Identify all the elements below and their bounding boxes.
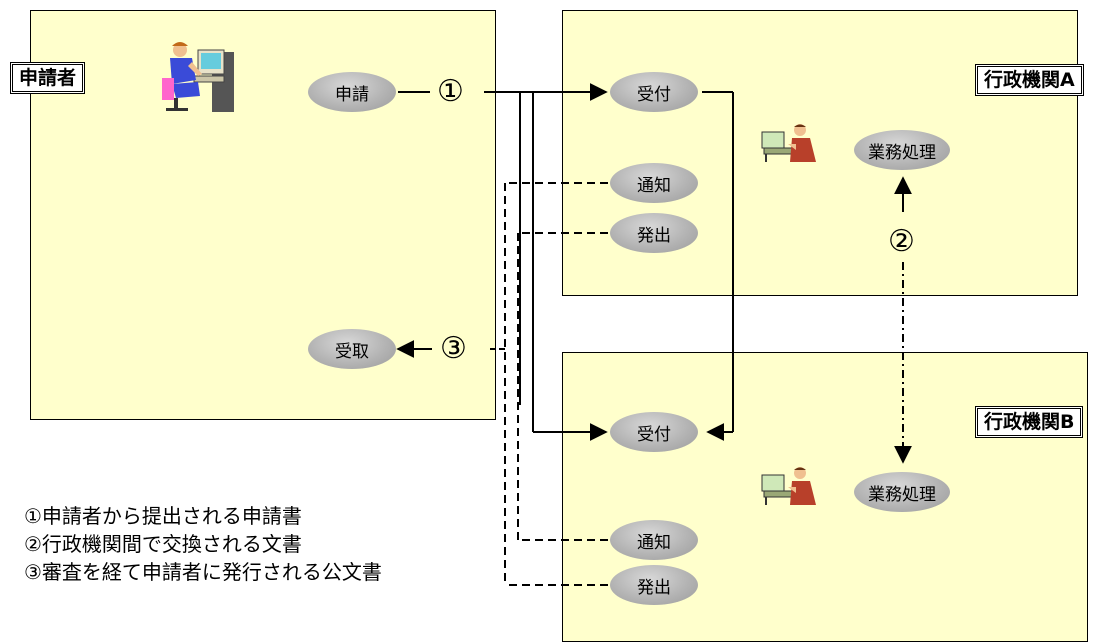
legend-item-2: ②行政機関間で交換される文書 — [24, 532, 302, 556]
notify-a-node: 通知 — [610, 163, 698, 203]
legend-item-3: ③審査を経て申請者に発行される公文書 — [24, 560, 382, 584]
legend: ①申請者から提出される申請書 ②行政機関間で交換される文書 ③審査を経て申請者に… — [24, 502, 382, 586]
applicant-panel — [30, 10, 496, 420]
legend-item-1: ①申請者から提出される申請書 — [24, 504, 302, 528]
clerk-at-desk-icon — [760, 465, 820, 507]
agency-b-label: 行政機関B — [975, 406, 1084, 438]
marker-1: ① — [437, 74, 464, 109]
receipt-node: 受取 — [308, 329, 396, 369]
dispatch-b-node: 発出 — [610, 565, 698, 605]
marker-3: ③ — [440, 331, 467, 366]
dispatch-a-node: 発出 — [610, 213, 698, 253]
receive-a-node: 受付 — [610, 72, 698, 112]
person-at-computer-icon — [158, 38, 238, 114]
agency-a-label: 行政機関A — [975, 64, 1084, 96]
process-b-node: 業務処理 — [854, 472, 950, 512]
marker-2: ② — [888, 224, 915, 259]
notify-b-node: 通知 — [610, 520, 698, 560]
apply-node: 申請 — [308, 72, 396, 112]
clerk-at-desk-icon — [760, 122, 820, 164]
process-a-node: 業務処理 — [854, 130, 950, 170]
receive-b-node: 受付 — [610, 412, 698, 452]
applicant-label: 申請者 — [10, 62, 86, 94]
